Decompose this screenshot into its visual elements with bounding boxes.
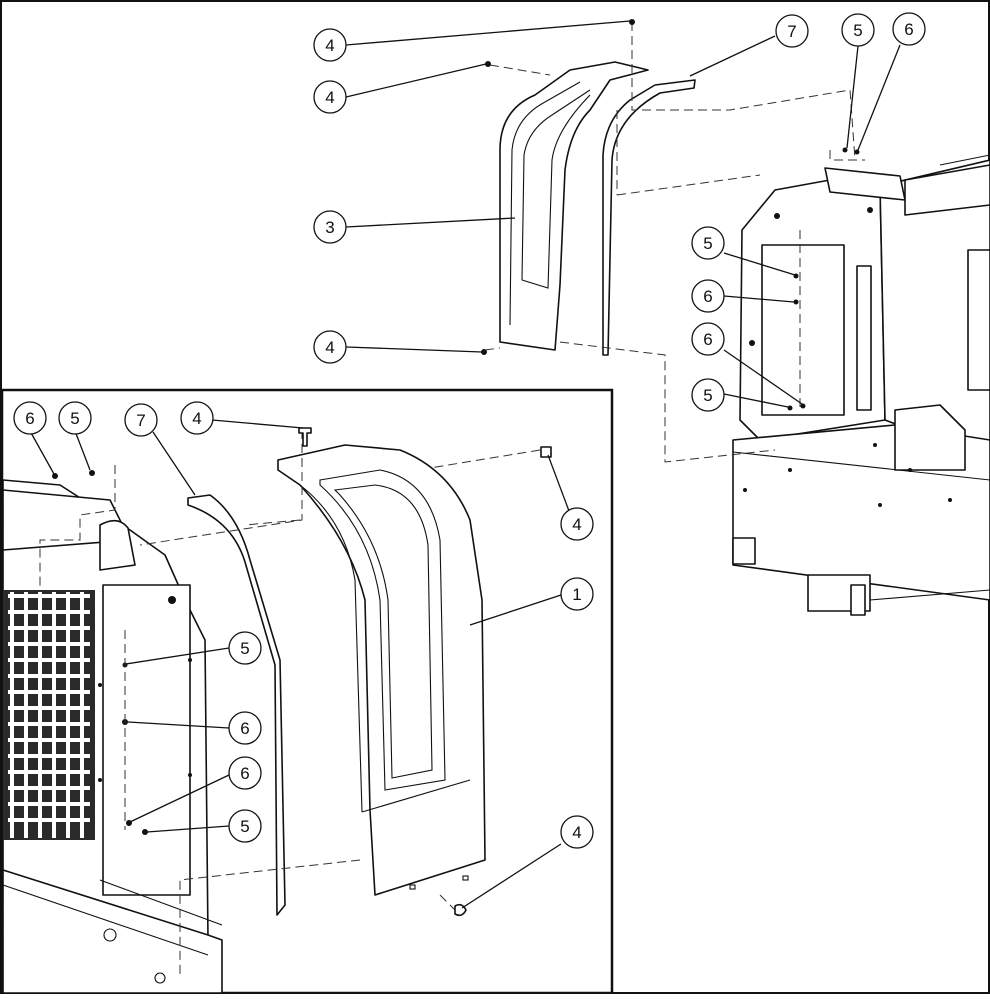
upper-part-7-bracket — [602, 79, 696, 356]
lower-part-7-bracket — [187, 494, 286, 916]
callout-number: 5 — [70, 409, 79, 428]
callout-circle — [691, 279, 725, 313]
callout-circle — [228, 711, 262, 745]
upper-part-3-shroud — [499, 61, 649, 351]
callout-circle — [313, 80, 347, 114]
callout-number: 4 — [325, 338, 334, 357]
callout-c-u-3: 3 — [313, 210, 347, 244]
callout-circle — [691, 226, 725, 260]
callout-number: 5 — [853, 21, 862, 40]
lower-fasteners — [298, 427, 552, 917]
callout-c-u-4c: 4 — [313, 330, 347, 364]
upper-view — [345, 19, 990, 616]
callout-number: 4 — [325, 36, 334, 55]
callout-circle — [124, 403, 158, 437]
callout-c-u-5b: 5 — [691, 226, 725, 260]
callout-c-l-5a: 5 — [58, 401, 92, 435]
callout-circle — [560, 507, 594, 541]
callout-circle — [313, 28, 347, 62]
callout-number: 7 — [136, 411, 145, 430]
callout-circle — [180, 401, 214, 435]
upper-leaders — [345, 20, 901, 408]
callout-number: 6 — [240, 719, 249, 738]
callout-c-u-4a: 4 — [313, 28, 347, 62]
upper-machine-body — [732, 147, 990, 616]
callout-c-l-5c: 5 — [228, 809, 262, 843]
callout-circle — [228, 809, 262, 843]
callout-circle — [228, 756, 262, 790]
callout-number: 4 — [192, 409, 201, 428]
callout-number: 6 — [703, 287, 712, 306]
callout-layer: 4 4 7 5 6 3 5 6 4 6 5 6 5 7 4 4 1 5 6 6 5 4 — [13, 12, 926, 849]
callout-circle — [560, 815, 594, 849]
lower-assembly-lines — [39, 430, 541, 975]
callout-c-l-6b: 6 — [228, 711, 262, 745]
callout-circle — [228, 631, 262, 665]
callout-c-u-5a: 5 — [841, 13, 875, 47]
callout-number: 6 — [703, 330, 712, 349]
upper-fasteners — [481, 19, 635, 355]
callout-circle — [691, 378, 725, 412]
callout-c-l-6c: 6 — [228, 756, 262, 790]
callout-circle — [691, 322, 725, 356]
callout-number: 3 — [325, 218, 334, 237]
callout-c-u-6a: 6 — [892, 12, 926, 46]
callout-circle — [841, 13, 875, 47]
callout-c-l-7: 7 — [124, 403, 158, 437]
callout-c-u-5c: 5 — [691, 378, 725, 412]
callout-circle — [775, 14, 809, 48]
callout-number: 7 — [787, 22, 796, 41]
callout-c-l-4b: 4 — [560, 507, 594, 541]
callout-c-u-6c: 6 — [691, 322, 725, 356]
callout-number: 4 — [572, 515, 581, 534]
lower-part-1-shroud — [277, 444, 486, 896]
callout-number: 5 — [240, 817, 249, 836]
lower-machine-body — [2, 470, 223, 994]
lower-leaders — [29, 419, 570, 909]
callout-c-l-1: 1 — [560, 577, 594, 611]
callout-number: 6 — [25, 409, 34, 428]
callout-number: 4 — [572, 823, 581, 842]
callout-number: 5 — [240, 639, 249, 658]
callout-circle — [313, 330, 347, 364]
callout-c-l-5b: 5 — [228, 631, 262, 665]
ventilation-grill — [3, 590, 95, 840]
callout-circle — [892, 12, 926, 46]
callout-number: 4 — [325, 88, 334, 107]
callout-number: 5 — [703, 386, 712, 405]
callout-c-l-6a: 6 — [13, 401, 47, 435]
callout-c-l-4a: 4 — [180, 401, 214, 435]
callout-c-u-4b: 4 — [313, 80, 347, 114]
callout-circle — [313, 210, 347, 244]
callout-number: 6 — [904, 20, 913, 39]
callout-c-l-4c: 4 — [560, 815, 594, 849]
callout-c-u-7: 7 — [775, 14, 809, 48]
callout-circle — [58, 401, 92, 435]
lower-inset-view — [0, 388, 614, 995]
callout-number: 6 — [240, 764, 249, 783]
callout-c-u-6b: 6 — [691, 279, 725, 313]
callout-number: 1 — [572, 585, 581, 604]
callout-circle — [560, 577, 594, 611]
callout-number: 5 — [703, 234, 712, 253]
upper-assembly-lines — [484, 22, 865, 463]
callout-circle — [13, 401, 47, 435]
